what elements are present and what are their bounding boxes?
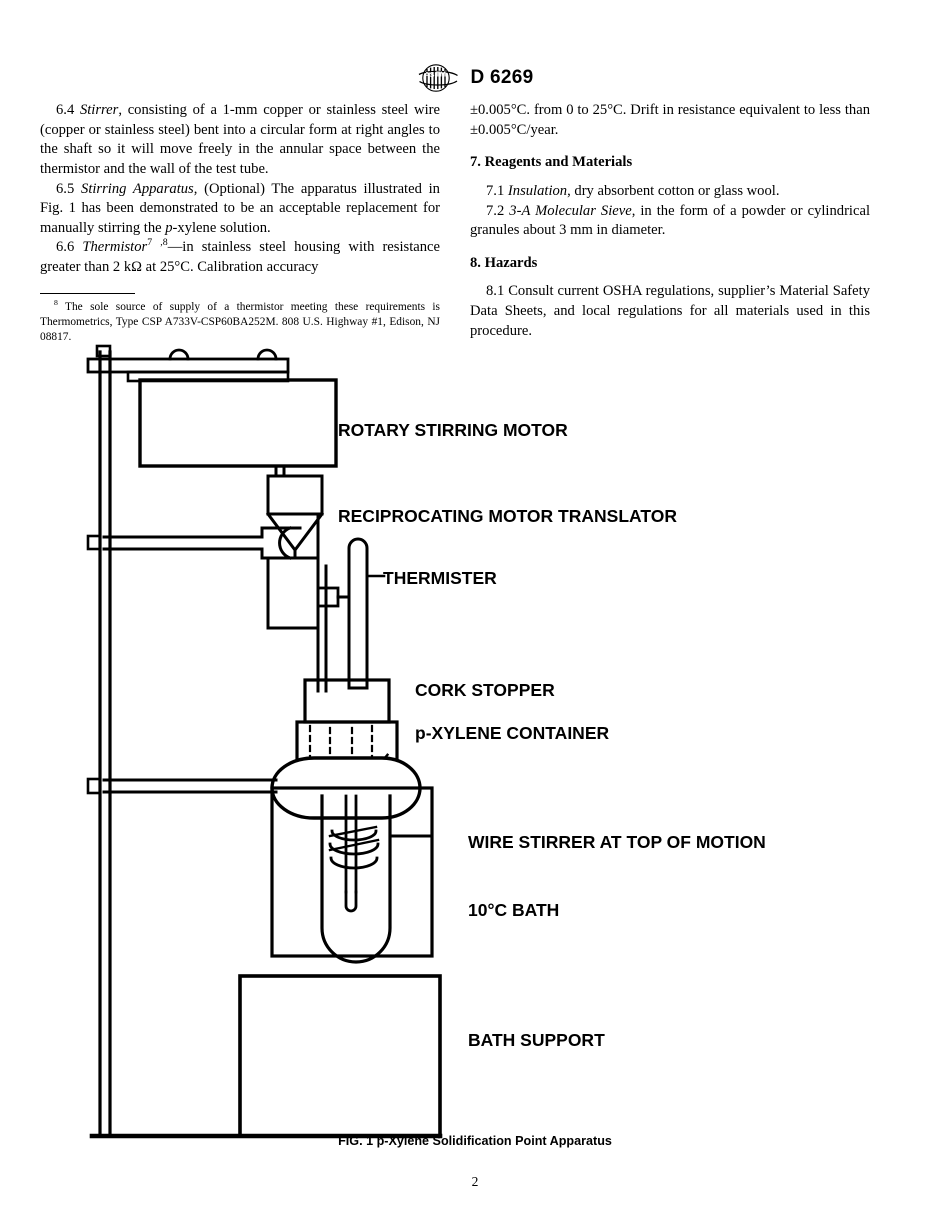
stand-rod bbox=[95, 344, 112, 1138]
paragraph-body: —in stainless steel housing with resista… bbox=[40, 239, 440, 275]
paragraph-body: , consisting of a 1-mm copper or stainle… bbox=[40, 102, 440, 177]
test-tube bbox=[320, 794, 392, 964]
paragraph-term: Insulation bbox=[507, 182, 568, 199]
paragraph-number: 6.4 bbox=[56, 102, 75, 118]
page-number: 2 bbox=[471, 1174, 479, 1189]
footnote-divider bbox=[40, 292, 135, 294]
thermistor-probe bbox=[347, 537, 369, 690]
drive-rod-setscrew bbox=[316, 586, 350, 608]
footnote-ref-7: 7 bbox=[147, 237, 153, 249]
motor-output-shaft bbox=[274, 464, 286, 478]
paragraph-term: 3-A Molecular Sieve bbox=[509, 202, 632, 219]
paragraph-number: 8.1 bbox=[486, 283, 505, 300]
label-reciprocating-motor-translator: RECIPROCATING MOTOR TRANSLATOR bbox=[338, 506, 677, 526]
figure-1-apparatus-diagram: ROTARY STIRRING MOTOR RECIPROCATING MOTO… bbox=[0, 336, 950, 1166]
top-support-bar bbox=[86, 348, 290, 383]
paragraph-body: , (Optional) The apparatus illustrated i… bbox=[40, 180, 440, 236]
paragraph-7-2: 7.2 3-A Molecular Sieve, in the form of … bbox=[470, 202, 870, 241]
svg-text:TM: TM bbox=[436, 69, 446, 78]
section-heading-7: 7. Reagents and Materials bbox=[470, 154, 633, 171]
wire-stirrer-coil bbox=[328, 825, 380, 870]
paragraph-number: 7.1 bbox=[486, 182, 505, 199]
rotary-stirring-motor-box bbox=[138, 378, 338, 468]
paragraph-8-1: 8.1 Consult current OSHA regulations, su… bbox=[470, 282, 870, 341]
footnote-ref-8: ,8 bbox=[160, 237, 168, 249]
section-heading-8: 8. Hazards bbox=[470, 254, 538, 271]
bath-box bbox=[270, 786, 434, 958]
paragraph-6-4: 6.4 Stirrer, consisting of a 1-mm copper… bbox=[40, 101, 440, 180]
paragraph-number: 7.2 bbox=[486, 202, 505, 219]
paragraph-term: Thermistor bbox=[82, 239, 148, 256]
label-cork-stopper: CORK STOPPER bbox=[415, 680, 555, 700]
left-column: 6.4 Stirrer, consisting of a 1-mm copper… bbox=[40, 101, 440, 345]
paragraph-term: Stirring Apparatus bbox=[81, 180, 194, 197]
label-rotary-stirring-motor: ROTARY STIRRING MOTOR bbox=[338, 420, 568, 440]
label-bath-support: BATH SUPPORT bbox=[468, 1030, 605, 1050]
paragraph-6-6-continued: ±0.005°C. from 0 to 25°C. Drift in resis… bbox=[470, 102, 870, 138]
paragraph-body: , dry absorbent cotton or glass wool. bbox=[567, 182, 780, 199]
label-thermister: THERMISTER bbox=[383, 568, 497, 588]
astm-logo: AS TM bbox=[416, 63, 460, 93]
document-designation: D 6269 bbox=[470, 67, 534, 88]
paragraph-7-1: 7.1 Insulation, dry absorbent cotton or … bbox=[470, 182, 870, 202]
text-columns: 6.4 Stirrer, consisting of a 1-mm copper… bbox=[40, 101, 910, 345]
paragraph-number: 6.5 bbox=[56, 180, 75, 197]
fork-clamp-arm-upper bbox=[86, 526, 302, 560]
reciprocating-translator-head bbox=[265, 474, 325, 560]
bath-support-box bbox=[238, 974, 442, 1138]
paragraph-italic-p: p bbox=[165, 219, 173, 236]
paragraph-6-6: 6.6 Thermistor7 ,8—in stainless steel ho… bbox=[40, 238, 440, 277]
label-bath: 10°C BATH bbox=[468, 900, 559, 920]
label-wire-stirrer: WIRE STIRRER AT TOP OF MOTION bbox=[468, 832, 766, 852]
paragraph-body-tail: -xylene solution. bbox=[172, 219, 271, 236]
svg-text:AS: AS bbox=[425, 70, 435, 79]
footnote-8: 8 The sole source of supply of a thermis… bbox=[40, 297, 440, 345]
paragraph-term: Stirrer bbox=[79, 102, 119, 118]
label-p-xylene-container: p-XYLENE CONTAINER bbox=[415, 723, 609, 743]
footnote-marker: 8 bbox=[54, 297, 58, 307]
footnote-text: The sole source of supply of a thermisto… bbox=[40, 300, 440, 343]
figure-caption: FIG. 1 p-Xylene Solidification Point App… bbox=[338, 1134, 612, 1148]
paragraph-number: 6.6 bbox=[56, 239, 75, 256]
page-header: AS TM D 6269 bbox=[0, 58, 950, 98]
reciprocating-translator-body bbox=[266, 556, 320, 630]
right-column: ±0.005°C. from 0 to 25°C. Drift in resis… bbox=[470, 101, 870, 345]
paragraph-6-5: 6.5 Stirring Apparatus, (Optional) The a… bbox=[40, 180, 440, 239]
paragraph-body: Consult current OSHA regulations, suppli… bbox=[470, 283, 870, 339]
paragraph-body: , in the form of a powder or cylindrical… bbox=[470, 202, 871, 239]
